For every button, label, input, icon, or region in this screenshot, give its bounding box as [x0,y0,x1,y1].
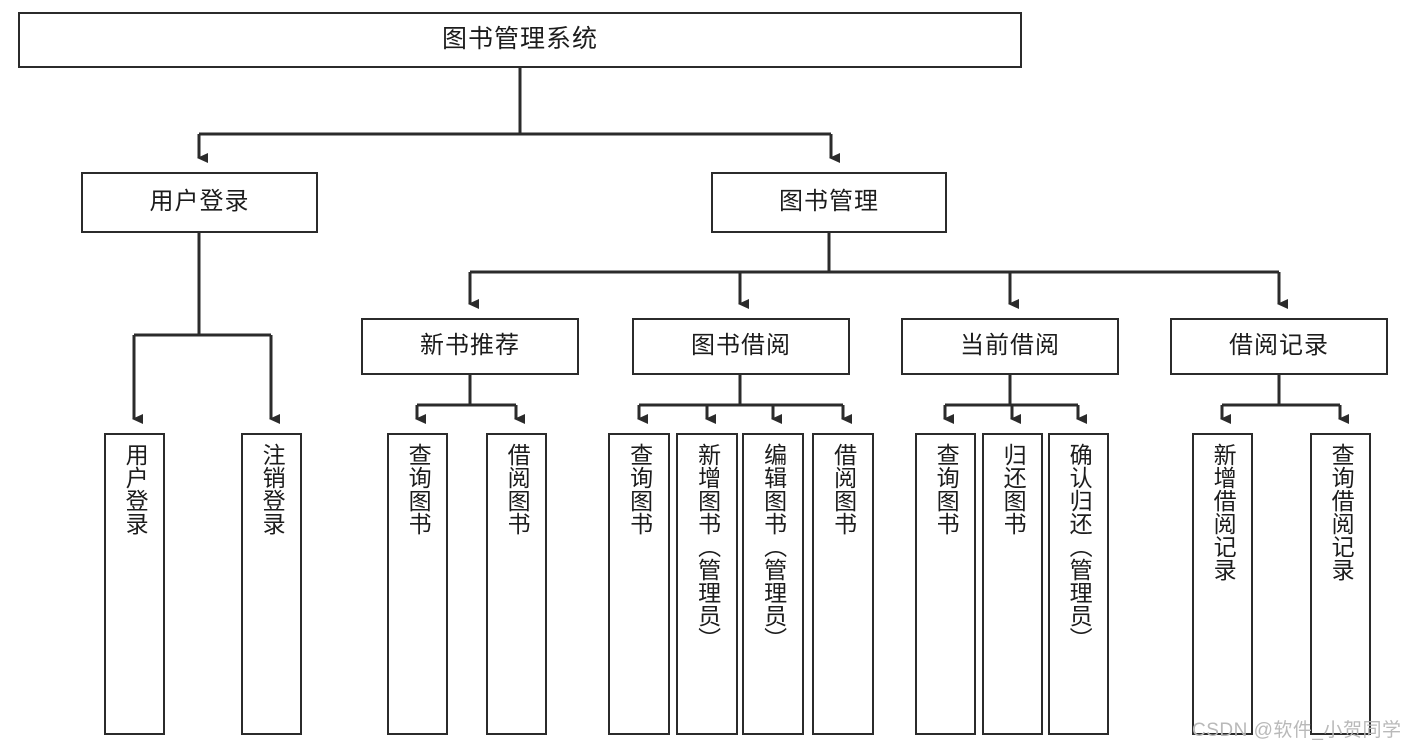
node-leaf-query-book-current[interactable]: 查询图书 [915,433,976,735]
node-label: 编辑图书（管理员） [760,443,787,650]
node-book-management-system[interactable]: 图书管理系统 [18,12,1022,68]
node-label: 图书管理 [779,188,879,216]
node-label: 查询图书 [626,443,653,535]
node-leaf-return-book[interactable]: 归还图书 [982,433,1043,735]
node-current-borrow[interactable]: 当前借阅 [901,318,1119,375]
node-leaf-borrow-book[interactable]: 借阅图书 [812,433,874,735]
node-label: 借阅图书 [830,443,857,535]
node-label: 新书推荐 [420,332,520,360]
node-book-borrow[interactable]: 图书借阅 [632,318,850,375]
node-borrow-record[interactable]: 借阅记录 [1170,318,1388,375]
node-label: 查询图书 [933,443,960,535]
node-label: 确认归还（管理员） [1066,443,1093,650]
node-label: 查询借阅记录 [1328,443,1355,581]
node-leaf-query-book-borrow[interactable]: 查询图书 [608,433,670,735]
node-label: 查询图书 [405,443,432,535]
node-leaf-add-book[interactable]: 新增图书（管理员） [676,433,738,735]
node-label: 注销登录 [259,443,286,535]
node-new-book-recommend[interactable]: 新书推荐 [361,318,579,375]
node-leaf-edit-book[interactable]: 编辑图书（管理员） [742,433,804,735]
node-leaf-add-borrow-record[interactable]: 新增借阅记录 [1192,433,1253,735]
node-leaf-query-book-recommend[interactable]: 查询图书 [387,433,448,735]
node-label: 归还图书 [1000,443,1027,535]
node-label: 当前借阅 [960,332,1060,360]
node-label: 新增图书（管理员） [694,443,721,650]
node-book-management[interactable]: 图书管理 [711,172,947,233]
node-label: 新增借阅记录 [1210,443,1237,581]
node-leaf-borrow-book-recommend[interactable]: 借阅图书 [486,433,547,735]
node-label: 借阅记录 [1229,332,1329,360]
node-label: 图书借阅 [691,332,791,360]
node-leaf-user-login[interactable]: 用户登录 [104,433,165,735]
csdn-watermark: CSDN @软件_小贺同学 [1192,720,1402,741]
node-label: 图书管理系统 [441,25,598,54]
node-label: 用户登录 [122,443,149,535]
node-label: 借阅图书 [504,443,531,535]
node-user-login[interactable]: 用户登录 [81,172,318,233]
node-leaf-confirm-return[interactable]: 确认归还（管理员） [1048,433,1109,735]
node-leaf-query-borrow-record[interactable]: 查询借阅记录 [1310,433,1371,735]
node-leaf-logout-login[interactable]: 注销登录 [241,433,302,735]
node-label: 用户登录 [149,188,250,216]
